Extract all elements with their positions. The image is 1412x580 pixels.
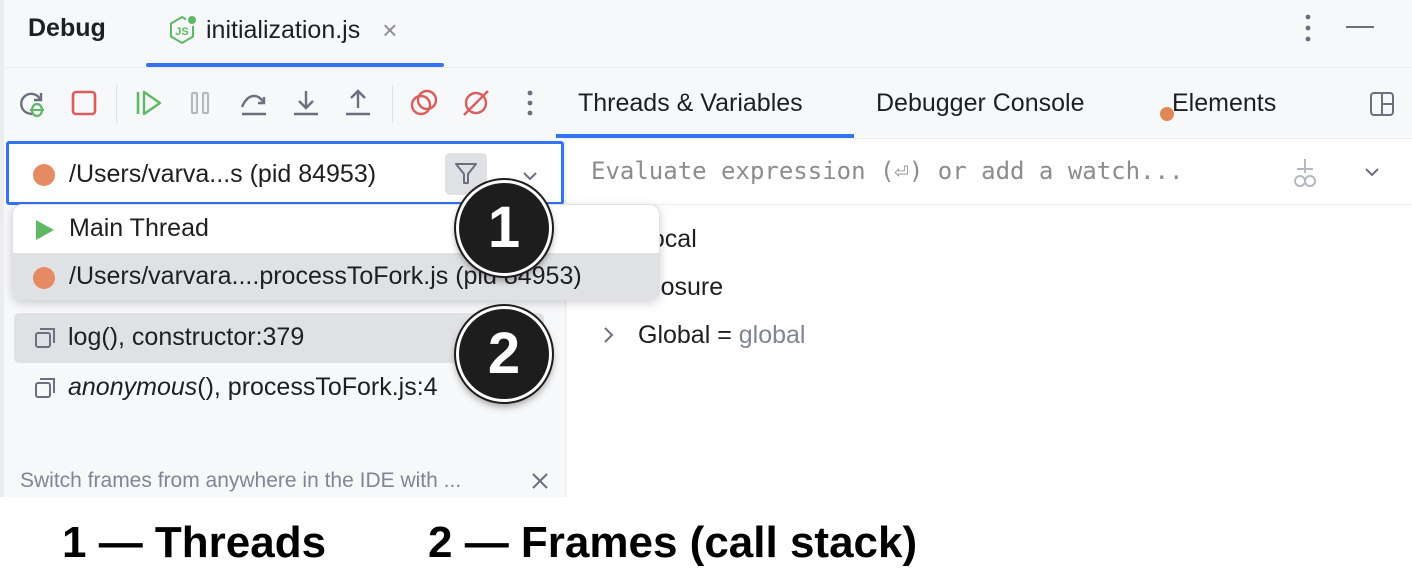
devtools-icon [1160,107,1174,121]
play-icon [33,219,55,241]
more-vertical-icon[interactable] [1298,12,1318,44]
chevron-down-icon[interactable] [519,165,541,187]
tool-window-header: Debug JS initialization.js × [4,0,1412,68]
active-tab-indicator [146,63,444,67]
debug-toolbar [4,69,564,139]
thread-selector-value: /Users/varva...s (pid 84953) [69,160,377,188]
tab-elements-label: Elements [1172,89,1277,117]
thread-label: Main Thread [69,214,209,242]
chevron-right-icon[interactable] [601,325,617,345]
frame-function-name: log [68,323,102,351]
evaluate-expression-field[interactable]: Evaluate expression (⏎) or add a watch..… [567,139,1412,205]
step-over-icon[interactable] [238,87,270,119]
evaluate-placeholder: Evaluate expression (⏎) or add a watch..… [591,157,1184,185]
frame-location: (), processToFork.js:4 [197,373,438,401]
tab-label: initialization.js [206,15,361,44]
stop-icon[interactable] [68,87,100,119]
toolbar-separator [392,85,393,123]
active-tab-indicator [556,134,854,138]
frame-icon [34,327,56,349]
frame-label: log(), constructor:379 [68,323,304,352]
close-icon[interactable] [530,471,550,491]
nodejs-file-icon: JS [166,14,198,46]
thread-item-process[interactable]: /Users/varvara....processToFork.js (pid … [13,253,659,299]
close-icon[interactable]: × [382,14,398,45]
callout-badge-1: 1 [456,180,552,276]
chevron-down-icon[interactable] [1361,161,1383,183]
svg-text:JS: JS [175,26,188,38]
variables-panel: Evaluate expression (⏎) or add a watch..… [567,139,1412,497]
frame-location: (), constructor:379 [101,323,305,351]
switch-frames-hint: Switch frames from anywhere in the IDE w… [20,469,462,492]
tab-threads-variables[interactable]: Threads & Variables [578,89,803,117]
variable-name: Global [638,321,711,349]
toolbar-separator [116,85,117,123]
debug-tool-window: Debug JS initialization.js × [0,0,1412,497]
step-into-icon[interactable] [290,87,322,119]
thread-list-popup: Main Thread /Users/varvara....processToF… [12,204,660,300]
tool-window-title: Debug [28,14,106,42]
variable-value: global [738,321,806,349]
variable-equals: = [710,321,739,349]
view-breakpoints-icon[interactable] [408,87,440,119]
add-watch-icon[interactable] [1289,157,1321,189]
step-out-icon[interactable] [342,87,374,119]
minimize-icon[interactable] [1346,26,1374,28]
frame-label: anonymous(), processToFork.js:4 [68,373,438,402]
frame-row[interactable]: log(), constructor:379 [14,313,544,363]
layout-icon[interactable] [1369,91,1395,117]
frame-row[interactable]: anonymous(), processToFork.js:4 [14,363,544,413]
frames-panel: /Users/varva...s (pid 84953) log(), cons… [4,139,566,497]
tab-debugger-console[interactable]: Debugger Console [876,89,1085,117]
thread-selector[interactable]: /Users/varva...s (pid 84953) [6,141,564,205]
frame-function-name: anonymous [68,373,198,401]
caption-threads: 1 — Threads [62,518,327,567]
pause-icon[interactable] [184,87,216,119]
tab-initialization-js[interactable]: JS initialization.js × [166,10,397,50]
mute-breakpoints-icon[interactable] [460,87,492,119]
process-dot-icon [33,267,55,289]
callout-badge-2: 2 [456,306,552,402]
rerun-icon[interactable] [16,87,48,119]
resume-icon[interactable] [132,87,164,119]
variable-global[interactable]: Global = global [638,321,806,350]
more-vertical-icon[interactable] [514,87,546,119]
debugger-tabs: Threads & Variables Debugger Console Ele… [556,69,1412,139]
process-dot-icon [33,164,55,186]
tab-elements[interactable]: Elements [1160,89,1276,121]
thread-item-main[interactable]: Main Thread [13,205,659,253]
caption-frames: 2 — Frames (call stack) [428,518,918,567]
frame-icon [34,377,56,399]
